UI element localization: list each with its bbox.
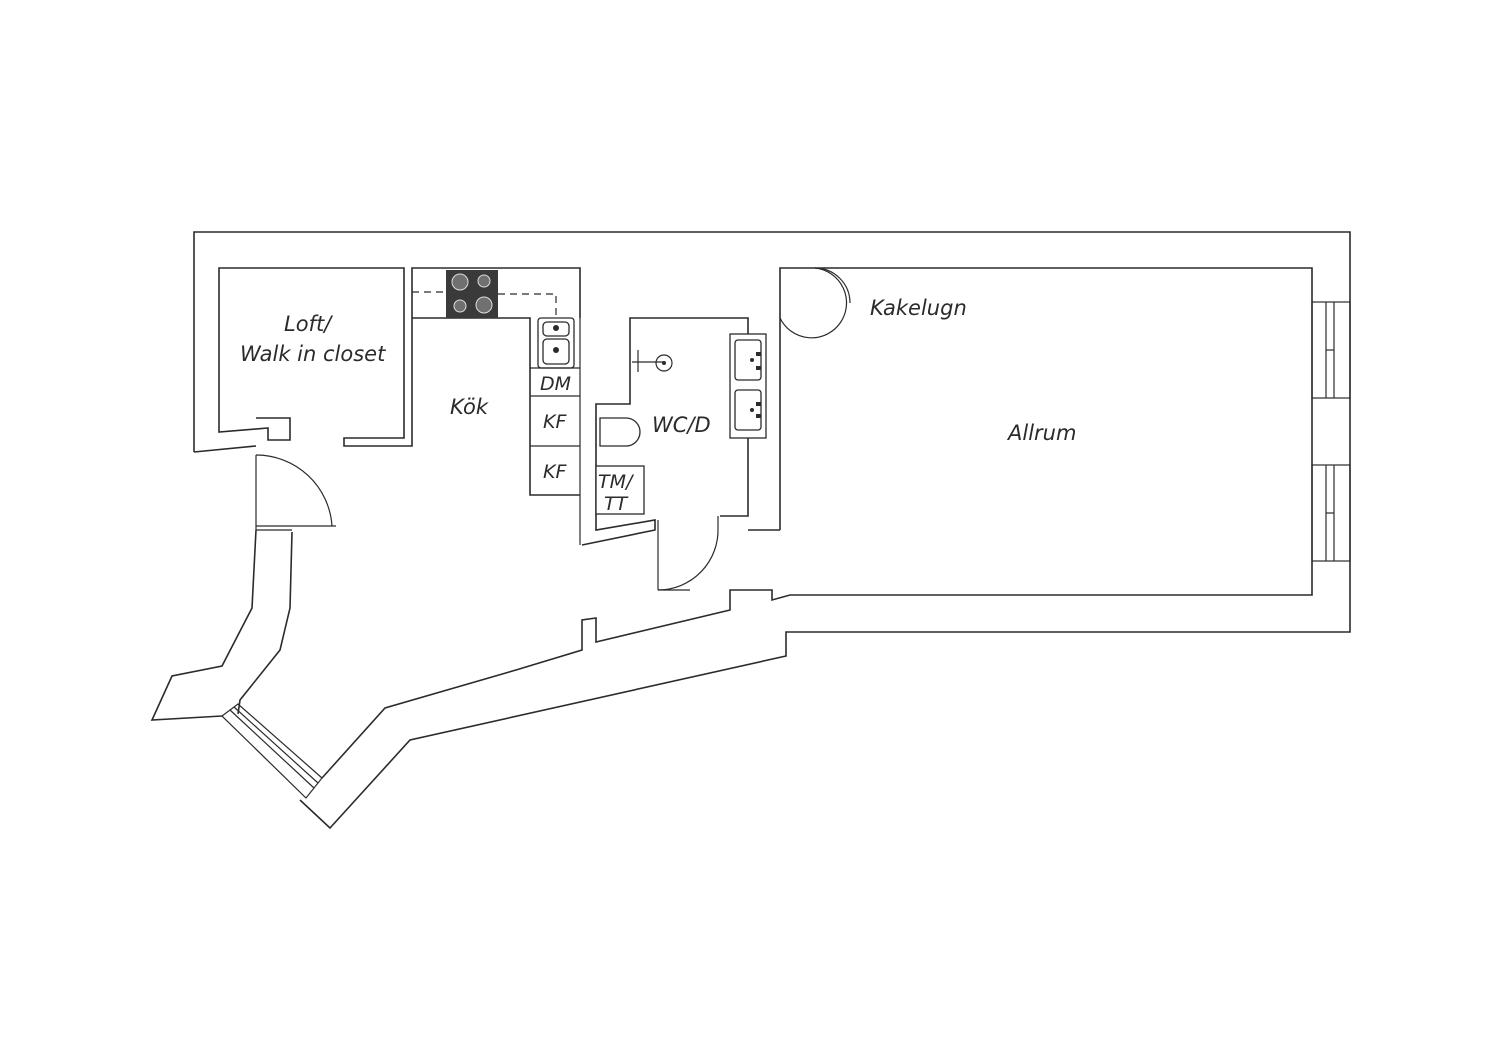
- dishwasher-label: DM: [540, 373, 571, 395]
- living-room-label: Allrum: [1006, 421, 1076, 445]
- loft-wall: [218, 267, 581, 447]
- cooktop-icon: [446, 270, 498, 318]
- loft-label-line2: Walk in closet: [240, 342, 386, 366]
- living-room-inner-wall: [321, 267, 1313, 779]
- loft-label-line1: Loft/: [284, 312, 333, 336]
- outer-walls: [150, 231, 1351, 830]
- entrance-inner-wall: [237, 531, 293, 715]
- exterior-wall-left-outer: [150, 529, 257, 721]
- exterior-wall-outer: [193, 231, 1351, 830]
- fridge-label-2: KF: [543, 461, 567, 483]
- washer-tumble-icon: [595, 465, 645, 515]
- tile-stove-icon: [779, 267, 851, 339]
- washer-label-line1: TM/: [598, 471, 635, 493]
- windows: [221, 301, 1351, 799]
- bathroom-label: WC/D: [652, 413, 711, 437]
- toilet-icon: [599, 417, 641, 447]
- bathroom: TM/ TT: [581, 317, 780, 591]
- tile-stove-label: Kakelugn: [870, 296, 967, 320]
- window-right-lower: [1311, 464, 1351, 562]
- window-right-upper: [1311, 301, 1351, 399]
- fridge-label-1: KF: [543, 411, 567, 433]
- shower-icon: [632, 350, 673, 372]
- kitchen: DM KF KF: [412, 270, 581, 545]
- sink-icon: [537, 317, 575, 369]
- bathroom-door: [657, 516, 719, 591]
- loft-closet: [218, 267, 581, 447]
- washer-label-line2: TT: [604, 493, 629, 515]
- kitchen-label: Kök: [450, 395, 489, 419]
- window-left-bottom: [221, 703, 323, 799]
- washbasin-icon: [729, 333, 767, 439]
- entrance-door: [193, 445, 336, 531]
